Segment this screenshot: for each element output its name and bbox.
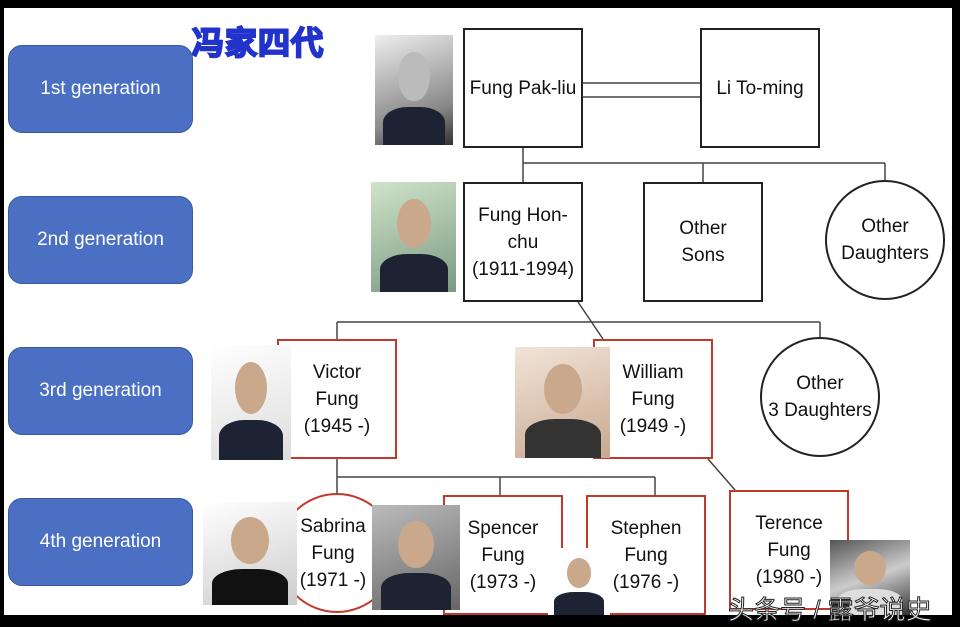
name-line: Terence [755, 512, 823, 534]
name-line: Fung [767, 539, 811, 561]
name-line: Fung [631, 388, 675, 410]
photo-sabrina-fung [203, 502, 297, 605]
generation-label-4: 4th generation [8, 498, 193, 586]
label-line: Other [861, 216, 909, 237]
years: (1973 -) [469, 571, 537, 593]
name-line: Fung [311, 542, 355, 564]
years: (1949 -) [619, 415, 687, 437]
photo-fung-pak-liu [375, 35, 453, 145]
person-li-to-ming: Li To-ming [700, 28, 820, 148]
other-3-daughters: Other 3 Daughters [760, 337, 880, 457]
label-line: 3 Daughters [768, 400, 872, 421]
generation-label-1: 1st generation [8, 45, 193, 133]
generation-label-2: 2nd generation [8, 196, 193, 284]
generation-label-3: 3rd generation [8, 347, 193, 435]
chart-title: 冯家四代 [191, 24, 325, 62]
label-line: Sons [681, 245, 725, 266]
person-name: Fung Pak-liu [469, 77, 577, 99]
name-line: Sabrina [300, 515, 366, 537]
years: (1971 -) [299, 569, 367, 591]
label-line: Daughters [841, 243, 929, 264]
name-line: William [622, 361, 684, 383]
person-name: Li To-ming [716, 77, 804, 99]
years: (1945 -) [303, 415, 371, 437]
photo-victor-fung [211, 345, 291, 460]
name-line: chu [507, 231, 539, 253]
years: (1980 -) [755, 566, 823, 588]
photo-spencer-fung [372, 505, 460, 610]
watermark: 头条号 / 露爷说史 [728, 595, 933, 626]
name-line: Fung Hon- [478, 204, 568, 226]
years: (1911-1994) [471, 258, 575, 280]
name-line: Fung [481, 544, 525, 566]
photo-fung-hon-chu [371, 182, 456, 292]
name-line: Fung [315, 388, 359, 410]
label-line: Other [679, 218, 727, 239]
name-line: Fung [624, 544, 668, 566]
years: (1976 -) [612, 571, 680, 593]
name-line: Stephen [610, 517, 682, 539]
photo-terence-fung [830, 540, 910, 615]
photo-stephen-fung [548, 548, 610, 615]
person-fung-pak-liu: Fung Pak-liu [463, 28, 583, 148]
name-line: Spencer [467, 517, 539, 539]
label-line: Other [796, 373, 844, 394]
photo-william-fung [515, 347, 610, 458]
name-line: Victor [312, 361, 362, 383]
person-fung-hon-chu: Fung Hon-chu (1911-1994) [463, 182, 583, 302]
